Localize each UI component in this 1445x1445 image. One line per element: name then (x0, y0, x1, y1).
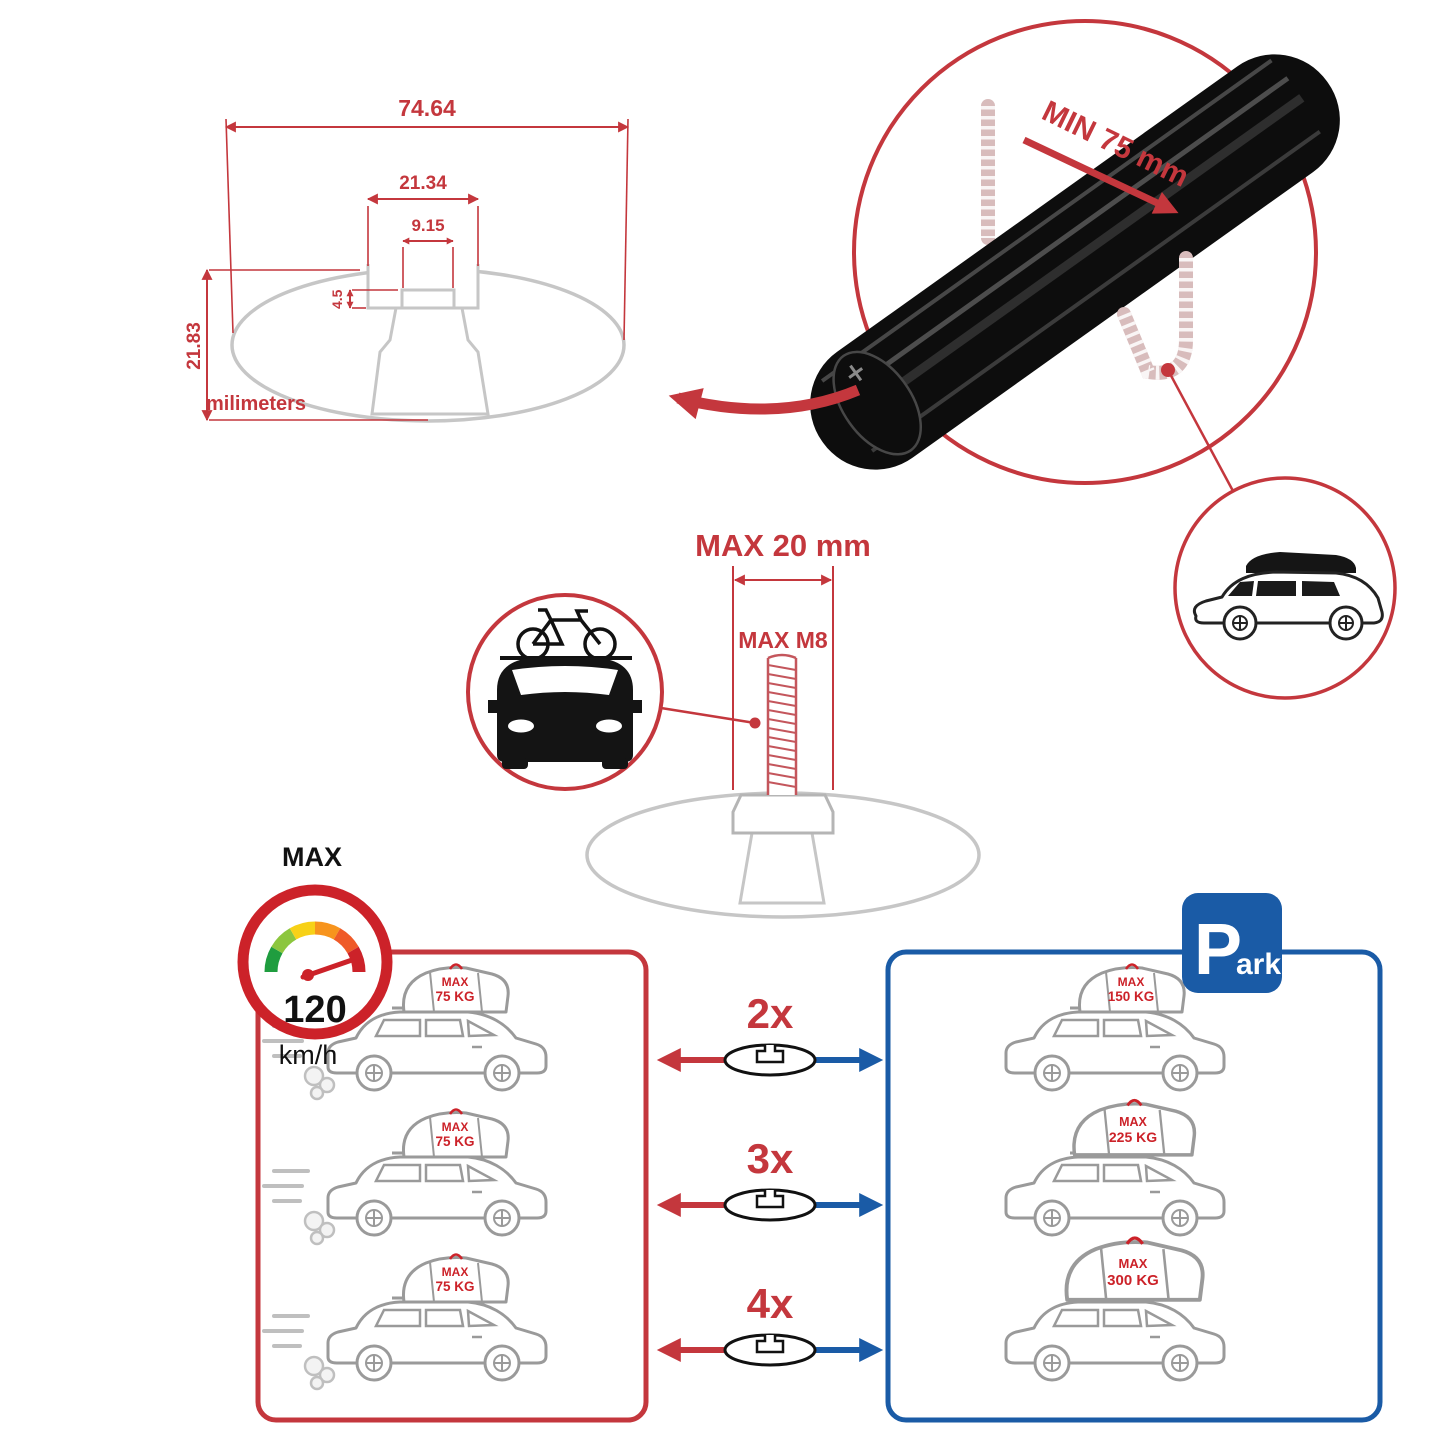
bar-end-cap (832, 350, 923, 456)
slot-width-value: 9.15 (411, 216, 444, 235)
leader-to-suv (1166, 369, 1235, 492)
load-label-weight: 75 KG (435, 1134, 474, 1149)
multiplier-label: 3x (747, 1135, 794, 1182)
arrow-to-cross-section (668, 384, 861, 420)
speedometer-icon (237, 884, 393, 1040)
min-clearance-arrow (1022, 136, 1179, 214)
load-label-weight: 75 KG (435, 1279, 474, 1294)
t-nut-head (731, 793, 835, 835)
gauge-arcs (264, 921, 366, 973)
bolt-spec-diagram: MAX 20 mm MAX M8 (466, 528, 981, 919)
load-label-max: MAX (1119, 1115, 1147, 1129)
dim-total-height: 21.83 (184, 268, 428, 422)
dim-slot-width: 9.15 (402, 216, 454, 288)
bolt-leader-dot (749, 717, 761, 729)
suv-roofbox-icon (1192, 552, 1384, 641)
load-label-weight: 75 KG (435, 989, 474, 1004)
suv-roofbox-detail (1173, 476, 1397, 700)
load-label-weight: 225 KG (1109, 1129, 1157, 1145)
load-label-max: MAX (1119, 1256, 1148, 1271)
mini-crossbar-icon (723, 1043, 817, 1077)
park-sign: P ark (1182, 893, 1282, 993)
load-label-max: MAX (442, 1265, 469, 1279)
dim-channel-width: 21.34 (366, 173, 480, 266)
max-width-label: MAX 20 mm (695, 528, 871, 563)
park-sign-rest: ark (1236, 948, 1281, 981)
dim-total-width: 74.64 (224, 95, 630, 341)
end-cap-slot (848, 364, 864, 382)
driving-cars: MAX 75 KG MAX 75 KG MAX 75 KG (262, 963, 548, 1391)
park-sign-initial: P (1194, 910, 1242, 990)
crossbar-render (810, 54, 1340, 470)
speed-value: 120 (283, 989, 346, 1031)
bolt-channel-pedestal (738, 831, 826, 905)
multiplier-label: 4x (747, 1280, 794, 1327)
speed-max-label: MAX (282, 842, 342, 872)
load-label-max: MAX (1118, 975, 1145, 989)
bike-car-circle (466, 593, 664, 791)
parked-cars: MAX 150 KG MAX 225 KG MAX 300 KG (1004, 963, 1226, 1382)
mini-crossbar-icon (723, 1333, 817, 1367)
load-label-weight: 150 KG (1108, 989, 1155, 1004)
max-thread-label: MAX M8 (738, 627, 828, 653)
u-bolt-right-rod (1117, 251, 1193, 380)
multiplier-label: 2x (747, 990, 794, 1037)
needle-hub (302, 969, 314, 981)
speed-unit: km/h (279, 1040, 338, 1070)
mini-crossbar-icon (723, 1188, 817, 1222)
clamp-detail-circle: MIN 75 mm (668, 19, 1340, 492)
t-slot-channel (366, 264, 480, 310)
cross-section-diagram: 74.64 21.34 9.15 4.5 21.83 milimeters (184, 95, 630, 423)
load-label-max: MAX (442, 1120, 469, 1134)
leader-to-bolt (660, 706, 756, 725)
speed-limit-gauge: MAX 120 km/h (237, 842, 393, 1070)
channel-width-value: 21.34 (399, 173, 447, 194)
park-sign-board (1182, 893, 1282, 993)
dim-lip-height: 4.5 (329, 289, 398, 309)
roof-box-icon (1246, 552, 1356, 573)
load-label-weight: 300 KG (1107, 1272, 1159, 1289)
unit-label: milimeters (206, 393, 306, 415)
car-front-icon (488, 658, 642, 769)
threaded-bolt-icon (766, 653, 798, 795)
channel-pedestal (370, 306, 490, 416)
dim-max-20 (732, 566, 834, 790)
lip-height-value: 4.5 (329, 289, 345, 309)
total-height-value: 21.83 (184, 322, 205, 370)
total-width-value: 74.64 (398, 95, 456, 121)
load-label-max: MAX (442, 975, 469, 989)
multiplier-column: 2x 3x 4x (656, 990, 884, 1367)
